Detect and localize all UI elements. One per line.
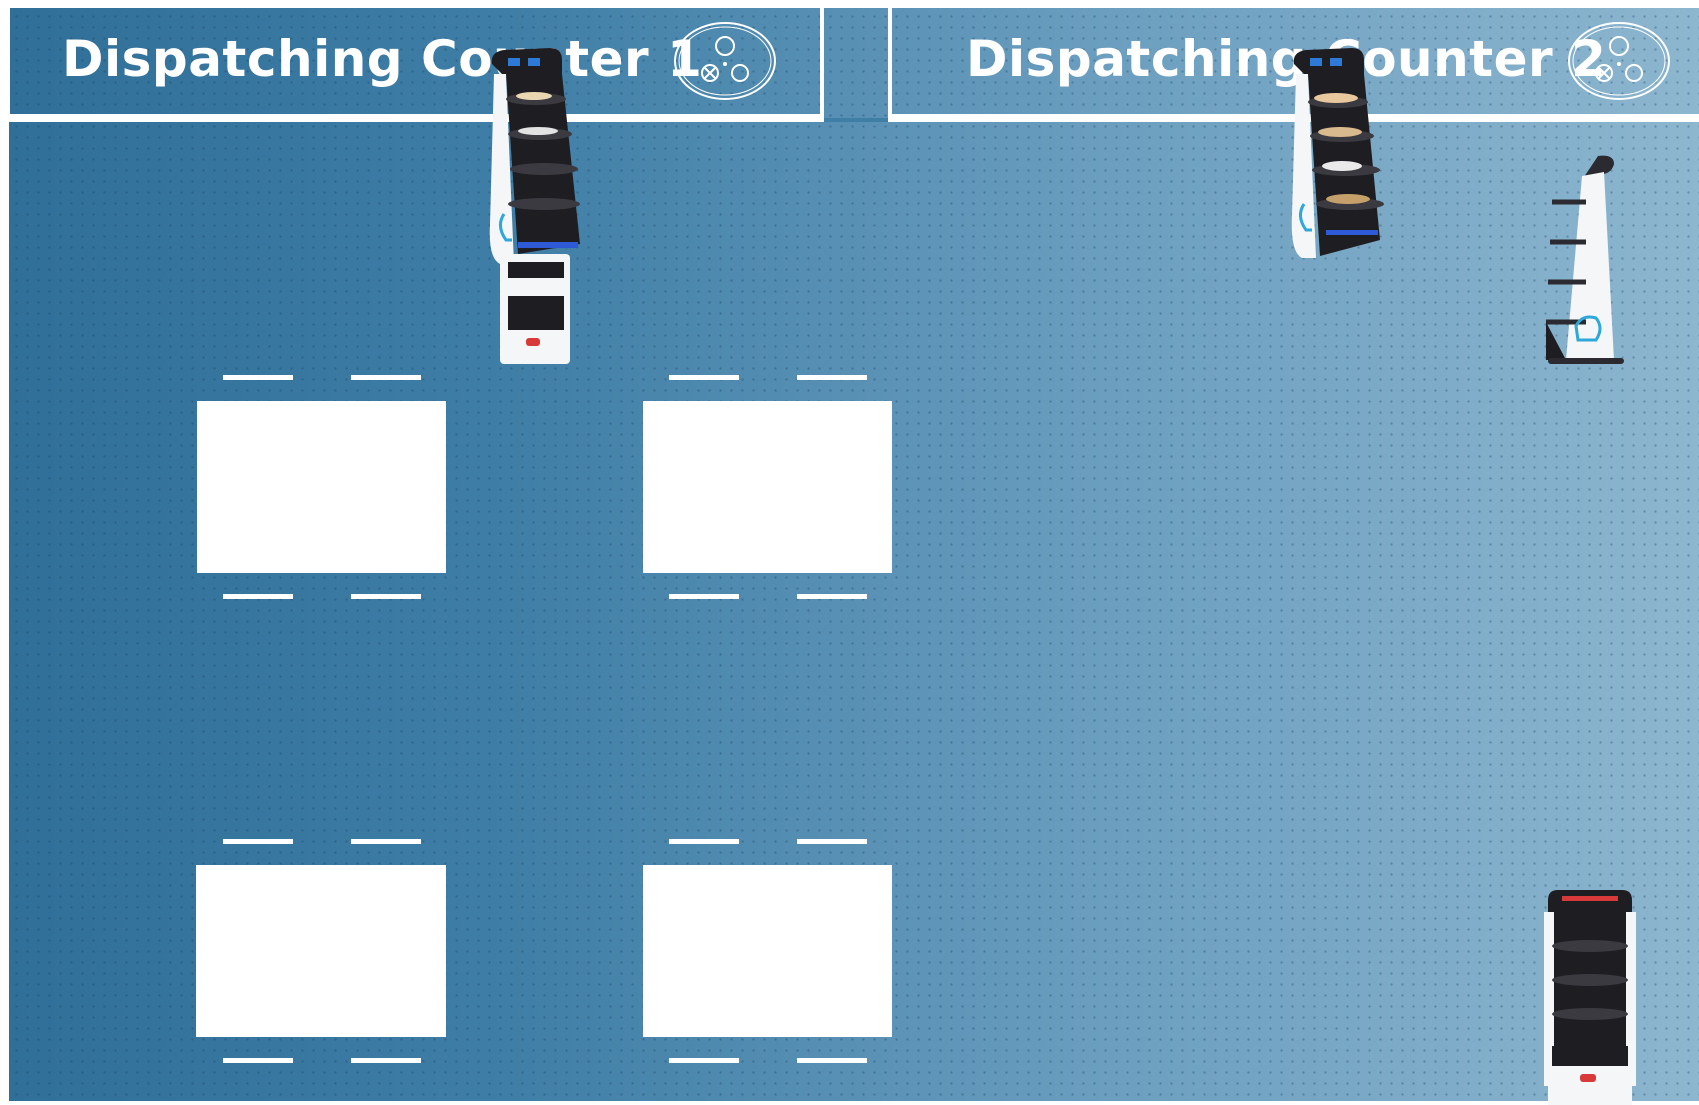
- chair: [351, 1058, 421, 1063]
- delivery-robot-icon[interactable]: [1542, 150, 1632, 370]
- robot-top-view-icon: [1566, 20, 1672, 102]
- table-2[interactable]: [643, 401, 892, 573]
- chair: [797, 1058, 867, 1063]
- chair: [351, 594, 421, 599]
- dispatching-counter-1[interactable]: Dispatching Counter 1: [6, 8, 824, 118]
- chair: [223, 594, 293, 599]
- chair: [669, 375, 739, 380]
- counter-gap: [824, 118, 888, 122]
- delivery-robot-icon[interactable]: [1540, 886, 1640, 1105]
- robot-top-view-icon: [672, 20, 778, 102]
- chair: [669, 1058, 739, 1063]
- table-1[interactable]: [197, 401, 446, 573]
- delivery-robot-icon[interactable]: [1280, 44, 1390, 264]
- table-3[interactable]: [196, 865, 446, 1037]
- chair: [351, 375, 421, 380]
- chair: [223, 375, 293, 380]
- chair: [669, 839, 739, 844]
- chair: [797, 594, 867, 599]
- bottom-border: [0, 1101, 1699, 1105]
- chair: [797, 375, 867, 380]
- chair: [351, 839, 421, 844]
- chair: [223, 839, 293, 844]
- counter-1-title: Dispatching Counter 1: [62, 30, 702, 88]
- chair: [223, 1058, 293, 1063]
- table-4[interactable]: [643, 865, 892, 1037]
- chair: [669, 594, 739, 599]
- top-border: [0, 0, 1699, 8]
- chair: [797, 839, 867, 844]
- delivery-robot-icon[interactable]: [478, 44, 588, 370]
- left-border: [0, 0, 9, 1105]
